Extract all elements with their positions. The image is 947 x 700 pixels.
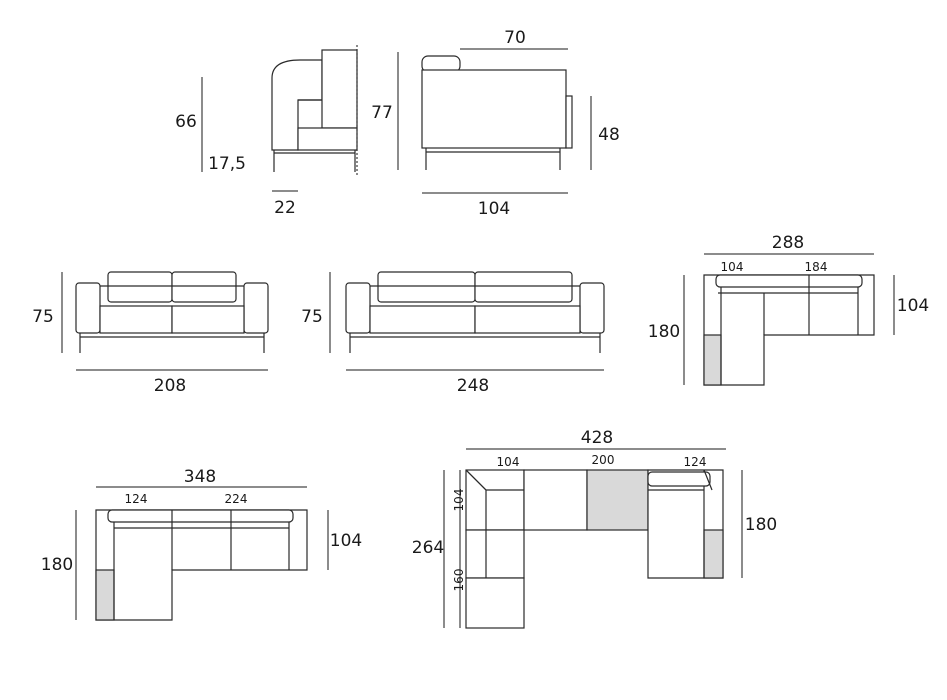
sofa-248 [345, 271, 605, 353]
corner-sofa-288 [703, 274, 875, 386]
label-u-left-top: 104 [452, 489, 466, 512]
u-sofa-428 [465, 469, 724, 629]
label-seat-height: 17,5 [208, 154, 246, 174]
label-corner1-total: 288 [772, 233, 804, 253]
label-u-left-total: 264 [412, 538, 444, 558]
label-sofa2-width: 248 [457, 376, 489, 396]
label-arm-height: 48 [598, 125, 620, 145]
label-u-seg-left: 104 [497, 455, 520, 469]
label-u-total: 428 [581, 428, 613, 448]
label-sofa1-width: 208 [154, 376, 186, 396]
label-corner1-length: 180 [648, 322, 680, 342]
label-u-right-length: 180 [745, 515, 777, 535]
label-corner2-length: 180 [41, 555, 73, 575]
corner-sofa-348 [95, 509, 308, 621]
sofa-208 [75, 271, 269, 353]
label-sofa1-height: 75 [32, 307, 54, 327]
label-sofa2-height: 75 [301, 307, 323, 327]
side-view-arm [271, 45, 358, 175]
label-corner2-seg-right: 224 [225, 492, 248, 506]
label-arm-width: 22 [274, 198, 296, 218]
label-corner1-depth: 104 [897, 296, 929, 316]
label-depth-top: 70 [504, 28, 526, 48]
label-u-seg-mid: 200 [592, 453, 615, 467]
label-corner1-seg-right: 184 [805, 260, 828, 274]
label-u-left-bottom: 160 [452, 569, 466, 592]
front-view-module [421, 55, 573, 170]
label-back-height: 77 [371, 103, 393, 123]
label-corner1-seg-left: 104 [721, 260, 744, 274]
label-side-height: 66 [175, 112, 197, 132]
label-corner2-depth: 104 [330, 531, 362, 551]
label-u-seg-right: 124 [684, 455, 707, 469]
label-depth-bottom: 104 [478, 199, 510, 219]
label-corner2-seg-left: 124 [125, 492, 148, 506]
label-corner2-total: 348 [184, 467, 216, 487]
